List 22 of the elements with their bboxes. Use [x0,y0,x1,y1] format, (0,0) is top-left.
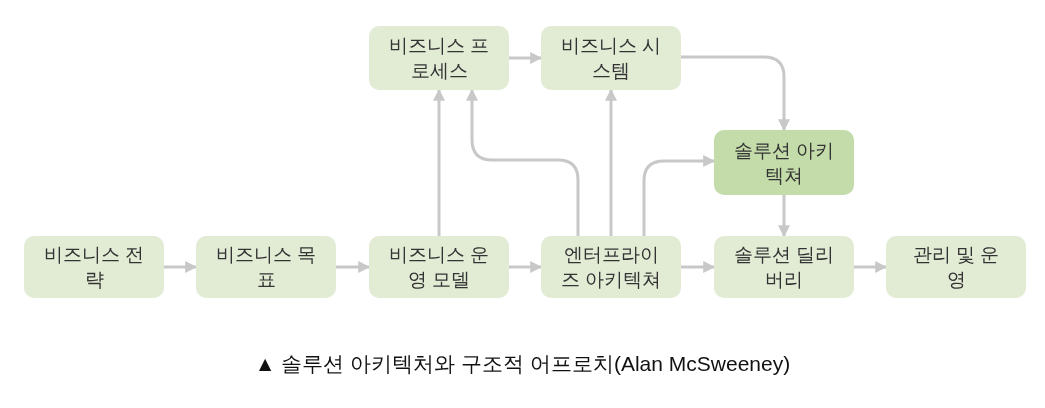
process-box: 비즈니스 프로세스 [369,26,509,90]
arrow [466,88,580,236]
arrow [336,261,371,273]
arrow [509,52,543,64]
arrow [433,88,445,236]
arrow [509,261,543,273]
process-box: 관리 및 운영 [886,236,1026,298]
arrow [681,55,790,132]
process-box: 솔루션 아키텍쳐 [714,130,854,195]
arrow [778,195,790,238]
arrow [642,155,716,236]
process-box: 엔터프라이즈 아키텍쳐 [541,236,681,298]
process-box: 솔루션 딜리버리 [714,236,854,298]
process-box: 비즈니스 운영 모델 [369,236,509,298]
caption: ▲ 솔루션 아키텍처와 구조적 어프로치(Alan McSweeney) [253,351,792,377]
arrow [605,88,617,236]
arrow [164,261,198,273]
arrow [854,261,888,273]
process-box: 비즈니스 시스템 [541,26,681,90]
process-box: 비즈니스 목표 [196,236,336,298]
process-box: 비즈니스 전략 [24,236,164,298]
arrow [681,261,716,273]
